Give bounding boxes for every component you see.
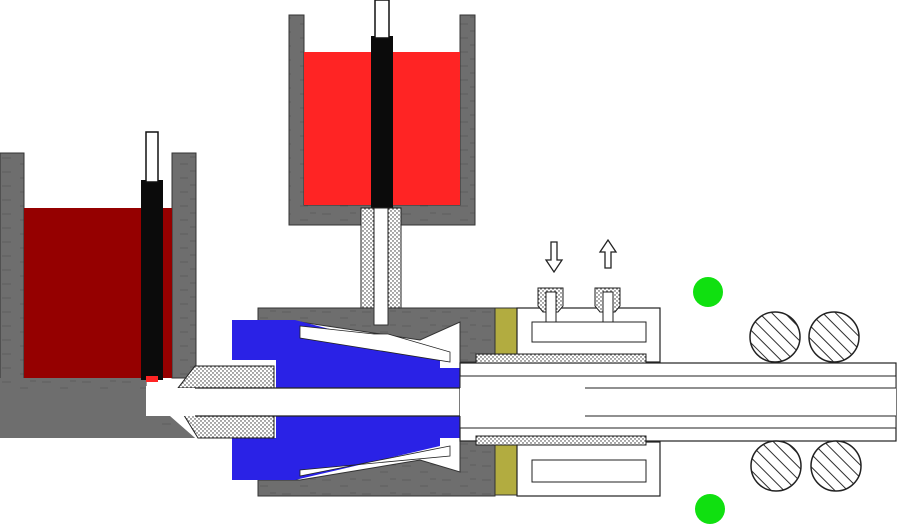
- roller-icon: [750, 440, 802, 492]
- top-plunger-rod: [374, 0, 390, 39]
- left-plunger-rod: [145, 131, 159, 183]
- cooling-jacket: [475, 287, 661, 497]
- coolant-inlet-bore: [545, 291, 557, 323]
- left-crucible: [0, 131, 197, 438]
- pull-rollers: [749, 311, 862, 492]
- cooling-jacket-bottom-channel: [531, 459, 647, 483]
- arrow-up-icon: [598, 238, 618, 269]
- roller-icon: [810, 440, 862, 492]
- insulation-top: [494, 307, 518, 355]
- roller-icon: [808, 311, 860, 363]
- coolant-outlet-bore: [602, 291, 614, 323]
- roller-icon: [749, 311, 801, 363]
- center-bore-fill: [460, 388, 896, 416]
- arrow-down-icon: [544, 241, 564, 274]
- left-crucible-right-wall: [171, 152, 197, 379]
- left-plunger-tip: [146, 376, 158, 382]
- left-crucible-outer-lower: [0, 390, 195, 438]
- melt-passage: [299, 325, 451, 363]
- sensor-dot-icon: [693, 277, 723, 307]
- cooling-jacket-top-channel: [531, 321, 647, 343]
- sensor-dot-icon: [695, 494, 725, 524]
- heater-strip-top: [475, 353, 647, 364]
- left-plunger: [141, 180, 163, 380]
- top-nozzle-bore: [373, 207, 389, 335]
- insulation-bottom: [494, 444, 518, 496]
- blue-core: [232, 320, 585, 480]
- feed-sleeve-top: [176, 365, 275, 389]
- top-plunger: [371, 36, 393, 208]
- heater-strip-bottom: [475, 435, 647, 446]
- top-crucible: [288, 0, 476, 335]
- melt-passage-lower: [299, 445, 451, 477]
